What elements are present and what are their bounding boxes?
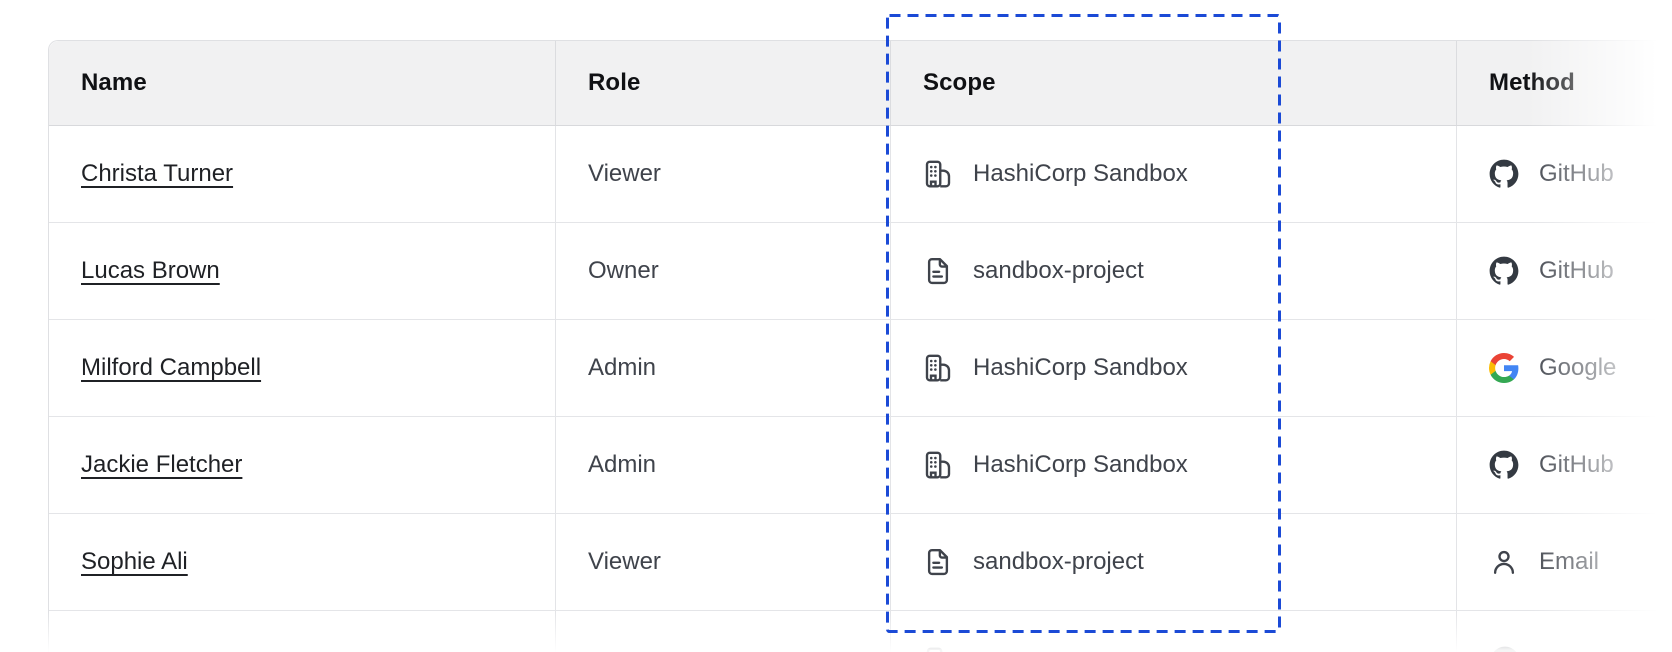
google-icon xyxy=(1489,353,1519,383)
method-cell: GitHub xyxy=(1456,223,1672,319)
member-name-link[interactable]: Lucas Brown xyxy=(81,257,220,284)
scope-label: HashiCorp Sandbox xyxy=(973,354,1188,381)
column-header-role: Role xyxy=(555,41,890,125)
github-icon xyxy=(1493,646,1517,652)
method-cell: Google xyxy=(1456,320,1672,416)
table-row: Sophie Ali Viewer sandbox-project Email xyxy=(49,514,1672,611)
github-icon xyxy=(1489,159,1519,188)
name-cell: Jackie Fletcher xyxy=(49,417,555,513)
role-cell xyxy=(555,611,890,652)
name-cell: Milford Campbell xyxy=(49,320,555,416)
org-building-icon xyxy=(926,647,943,652)
table-row: Milford Campbell Admin HashiCorp Sandbox… xyxy=(49,320,1672,417)
github-icon xyxy=(1489,450,1519,479)
org-building-icon xyxy=(925,451,951,479)
scope-label: HashiCorp Sandbox xyxy=(973,451,1188,478)
scope-cell: sandbox-project xyxy=(890,514,1456,610)
method-label: GitHub xyxy=(1539,451,1614,478)
table-row: Lucas Brown Owner sandbox-project GitHub xyxy=(49,223,1672,320)
person-icon xyxy=(1493,550,1515,574)
scope-label: HashiCorp Sandbox xyxy=(973,160,1188,187)
role-cell: Admin xyxy=(555,320,890,416)
method-cell: GitHub xyxy=(1456,126,1672,222)
method-cell: GitHub xyxy=(1456,417,1672,513)
scope-cell xyxy=(890,611,1456,652)
member-name-link[interactable]: Christa Turner xyxy=(81,160,234,187)
org-building-icon xyxy=(925,354,951,382)
member-name-link[interactable]: Jackie Fletcher xyxy=(81,451,243,478)
members-table: Name Role Scope Method Christa Turner Vi… xyxy=(48,40,1672,652)
method-label: Google xyxy=(1539,354,1617,381)
scope-cell: HashiCorp Sandbox xyxy=(890,320,1456,416)
github-icon xyxy=(1489,256,1519,285)
scope-cell: HashiCorp Sandbox xyxy=(890,417,1456,513)
name-cell xyxy=(49,611,555,652)
scope-cell: HashiCorp Sandbox xyxy=(890,126,1456,222)
name-cell: Sophie Ali xyxy=(49,514,555,610)
scope-cell: sandbox-project xyxy=(890,223,1456,319)
role-cell: Viewer xyxy=(555,514,890,610)
column-header-scope: Scope xyxy=(890,41,1456,125)
scope-label: sandbox-project xyxy=(973,548,1144,575)
role-cell: Admin xyxy=(555,417,890,513)
method-label: Email xyxy=(1539,548,1600,575)
member-name-link[interactable]: Sophie Ali xyxy=(81,548,188,575)
name-cell: Christa Turner xyxy=(49,126,555,222)
method-label: GitHub xyxy=(1539,160,1614,187)
table-header-row: Name Role Scope Method xyxy=(49,41,1672,126)
org-building-icon xyxy=(925,160,951,188)
file-text-icon xyxy=(927,548,949,576)
column-header-method: Method xyxy=(1456,41,1672,125)
file-text-icon xyxy=(927,257,949,285)
role-cell: Viewer xyxy=(555,126,890,222)
name-cell: Lucas Brown xyxy=(49,223,555,319)
table-row-partial xyxy=(49,611,1672,652)
role-cell: Owner xyxy=(555,223,890,319)
method-label: GitHub xyxy=(1539,257,1614,284)
member-name-link[interactable]: Milford Campbell xyxy=(81,354,262,381)
column-header-name: Name xyxy=(81,69,147,96)
method-cell: Email xyxy=(1456,514,1672,610)
table-row: Jackie Fletcher Admin HashiCorp Sandbox … xyxy=(49,417,1672,514)
method-cell xyxy=(1456,611,1672,652)
scope-label: sandbox-project xyxy=(973,257,1144,284)
table-row: Christa Turner Viewer HashiCorp Sandbox … xyxy=(49,126,1672,223)
